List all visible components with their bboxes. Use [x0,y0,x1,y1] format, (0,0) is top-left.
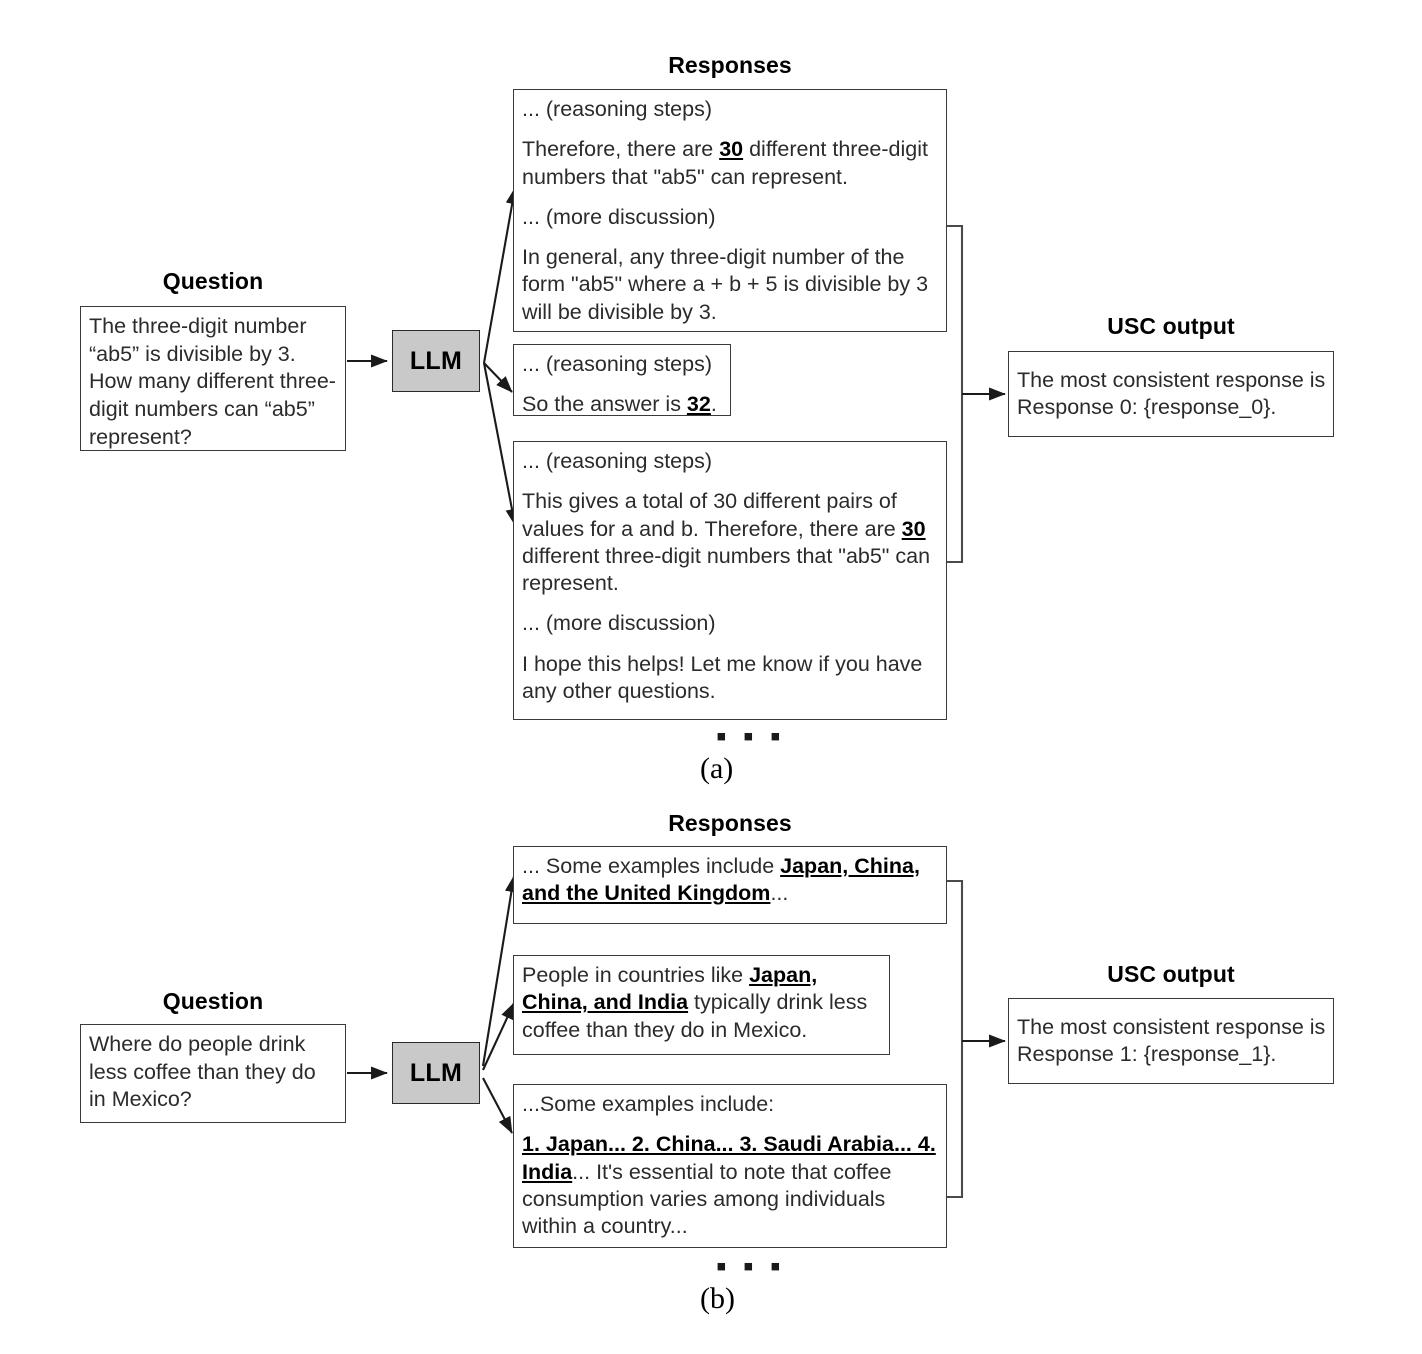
response-box-a-0: ... (reasoning steps) Therefore, there ar… [513,89,947,332]
arrow-llm-to-response-1-a [483,362,513,393]
response-text-span: So the answer is [522,392,687,417]
usc-output-heading-b: USC output [1107,961,1235,987]
response-text-span: ... It's essential to note that coffee c… [522,1159,892,1239]
response-paragraph: ... Some examples include Japan, China, … [522,853,939,908]
response-text-span: People in countries like [522,963,750,987]
responses-bracket-b [947,879,1006,1199]
question-text-b: Where do people drink less coffee than t… [89,1032,316,1112]
usc-output-text-b: The most consistent response is Response… [1017,1014,1326,1066]
highlighted-answer-span: 30 [901,516,926,541]
response-text-span: ... (more discussion) [522,204,716,229]
response-text-span: ...Some examples include: [522,1092,775,1116]
response-paragraph: 1. Japan... 2. China... 3. Saudi Arabia.… [522,1131,939,1240]
response-paragraph: In general, any three-digit number of th… [522,244,939,326]
response-text-span: ... (reasoning steps) [522,449,713,473]
highlighted-answer-span: 30 [719,137,744,162]
arrow-llm-to-response-2-b [482,1077,513,1134]
response-paragraph: Therefore, there are 30 different three-… [522,136,939,191]
responses-heading-a: Responses [668,52,792,78]
response-paragraph: ... (reasoning steps) [522,448,939,475]
responses-ellipsis-a: ▪ ▪ ▪ [716,720,785,753]
response-paragraph: So the answer is 32. [522,391,723,418]
arrow-llm-to-response-0-a [482,187,519,364]
highlighted-answer-span: Japan, China, and India [522,963,818,1015]
response-text-span: In general, any three-digit number of th… [522,245,929,324]
response-box-b-1: People in countries like Japan, China, a… [513,955,890,1055]
question-box-a: The three-digit number “ab5” is divisibl… [80,306,346,451]
arrow-llm-to-response-1-b [482,1002,515,1071]
question-heading-a: Question [162,268,264,294]
llm-label-a: LLM [409,346,463,375]
responses-ellipsis-b: ▪ ▪ ▪ [716,1250,785,1283]
arrow-llm-to-response-0-b [481,875,518,1067]
response-paragraph: ...Some examples include: [522,1091,939,1118]
highlighted-answer-span: 1. Japan... 2. China... 3. Saudi Arabia.… [522,1132,936,1184]
llm-box-b: LLM [392,1042,480,1104]
question-text-a: The three-digit number “ab5” is divisibl… [89,314,336,449]
responses-heading-b: Responses [668,810,792,836]
response-paragraph: ... (reasoning steps) [522,96,939,123]
panel-label-b: (b) [700,1282,735,1315]
response-box-a-1: ... (reasoning steps) So the answer is 32… [513,344,731,416]
usc-output-box-a: The most consistent response is Response… [1008,351,1334,437]
response-text-span: Therefore, there are [522,137,720,162]
response-paragraph: ... (more discussion) [522,610,939,637]
response-box-b-2: ...Some examples include: 1. Japan... 2. … [513,1084,947,1248]
response-paragraph: ... (reasoning steps) [522,351,723,378]
response-paragraph: ... (more discussion) [522,204,939,231]
response-paragraph: This gives a total of 30 different pairs… [522,488,939,597]
highlighted-answer-span: 32 [686,392,711,417]
response-text-span: This gives a total of 30 different pairs… [522,489,902,541]
response-box-a-2: ... (reasoning steps) This gives a total … [513,441,947,720]
question-box-b: Where do people drink less coffee than t… [80,1024,346,1123]
question-heading-b: Question [162,988,264,1014]
usc-output-text-a: The most consistent response is Response… [1017,367,1326,419]
response-text-span: ... (more discussion) [522,611,716,636]
panel-label-a: (a) [700,752,734,785]
response-text-span: ... [770,881,789,906]
response-text-span: ... (reasoning steps) [522,97,713,121]
response-text-span: ... Some examples include [522,854,781,878]
llm-box-a: LLM [392,330,480,392]
response-text-span: different three-digit numbers that "ab5"… [522,543,931,596]
highlighted-answer-span: Japan, China, and the United Kingdom [522,854,920,906]
usc-output-box-b: The most consistent response is Response… [1008,998,1334,1084]
usc-output-heading-a: USC output [1107,313,1235,339]
response-text-span: typically drink less coffee than they do… [522,990,868,1042]
response-text-span: I hope this helps! Let me know if you ha… [522,651,923,704]
llm-label-b: LLM [409,1058,463,1087]
response-text-span: . [710,392,717,417]
response-text-span: different three-digit numbers that "ab5"… [522,137,928,189]
response-box-b-0: ... Some examples include Japan, China, … [513,846,947,924]
response-paragraph: I hope this helps! Let me know if you ha… [522,651,939,706]
response-paragraph: People in countries like Japan, China, a… [522,962,882,1044]
response-text-span: ... (reasoning steps) [522,352,713,376]
arrow-llm-to-response-2-a [482,362,519,526]
responses-bracket-a [947,224,1006,564]
